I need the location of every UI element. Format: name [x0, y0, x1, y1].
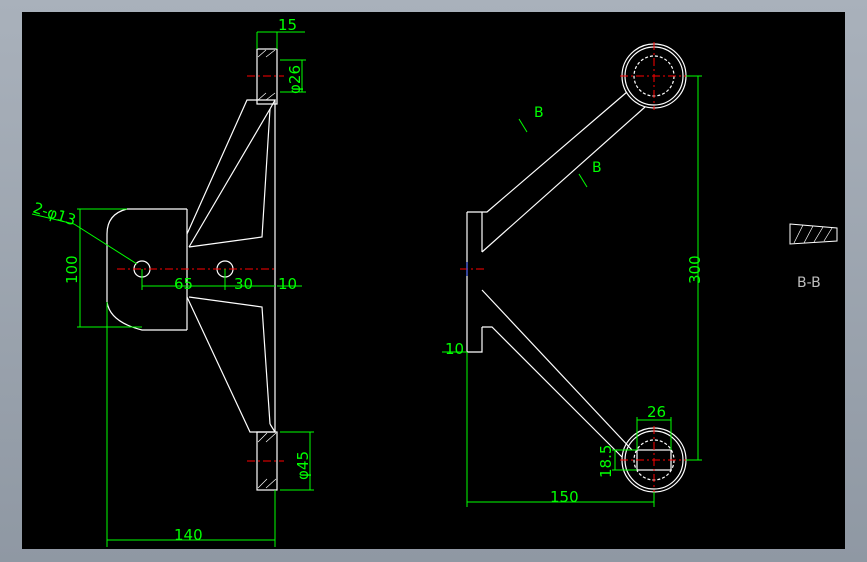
dim-overall-width: 140	[174, 526, 203, 544]
dim-hole-spacing: 65	[174, 275, 193, 293]
side-base-plate	[466, 212, 483, 353]
front-flange-hatching	[257, 49, 277, 489]
side-upper-arm	[467, 91, 628, 213]
dim-plate-thickness: 10	[278, 275, 297, 293]
dim-hole-offset: 30	[234, 275, 253, 293]
front-bottom-flange	[256, 431, 278, 491]
dim-flange-thickness: 15	[278, 16, 297, 34]
section-view: B-B	[789, 223, 838, 291]
dim-top-hole-dia: φ26	[286, 65, 304, 94]
side-lower-arm	[481, 289, 633, 451]
side-view	[466, 43, 687, 493]
dim-boss-depth: 18.5	[597, 445, 615, 478]
front-dimension-text: 15 φ26 φ45 140 100 65 30 10 2-φ13	[31, 16, 312, 544]
front-centerlines	[117, 75, 284, 462]
section-profile	[789, 223, 838, 245]
section-mark-1: B	[534, 105, 544, 121]
dim-height: 100	[63, 255, 81, 284]
side-centerlines	[460, 42, 690, 494]
front-top-flange	[256, 48, 278, 105]
section-cut-marks	[518, 118, 588, 188]
front-lower-arm	[186, 296, 277, 433]
front-plate-outline	[106, 208, 187, 331]
side-dimension-text: 300 150 26 18.5 10	[445, 255, 704, 506]
dim-overall-length: 150	[550, 488, 579, 506]
dim-base-thickness: 10	[445, 340, 464, 358]
section-labels: B B	[534, 105, 602, 176]
front-dimension-lines	[31, 31, 314, 547]
dim-center-height: 300	[686, 255, 704, 284]
dim-mount-holes: 2-φ13	[31, 199, 78, 230]
front-upper-arm	[186, 99, 277, 235]
section-mark-2: B	[592, 160, 602, 176]
dim-boss-width: 26	[647, 403, 666, 421]
drawing-canvas[interactable]: 15 φ26 φ45 140 100 65 30 10 2-φ13	[22, 12, 845, 549]
side-dimension-lines	[442, 75, 702, 507]
section-view-label: B-B	[797, 275, 821, 291]
dim-bottom-boss-dia: φ45	[294, 451, 312, 480]
